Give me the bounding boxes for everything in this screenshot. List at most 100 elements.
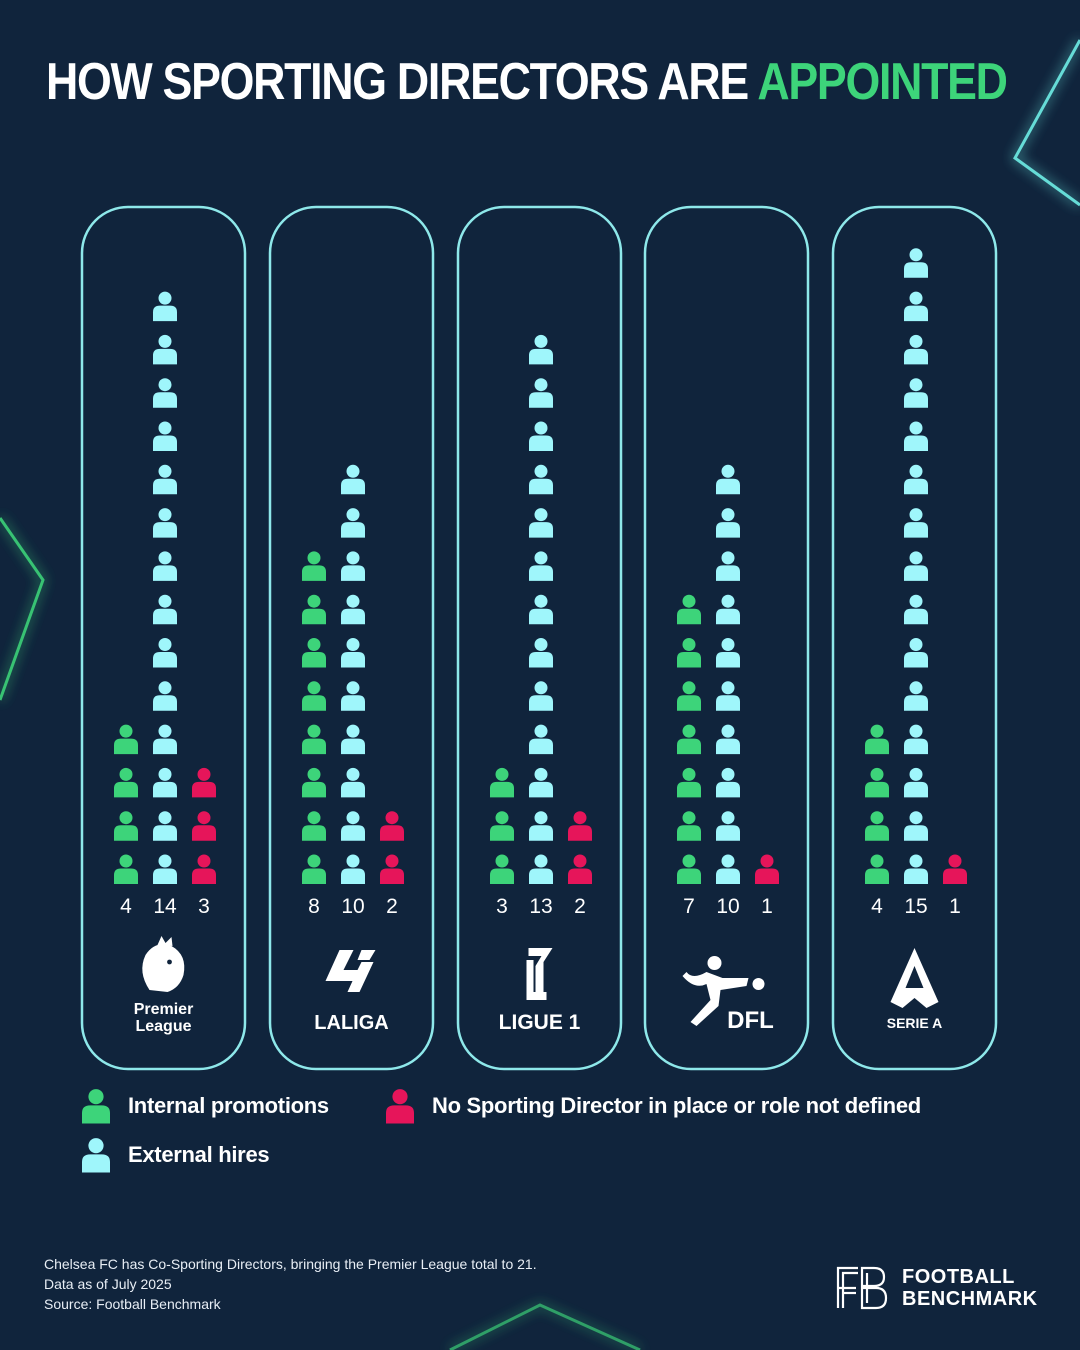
person-icon-external	[904, 811, 928, 841]
person-icon-external	[529, 464, 553, 495]
person-icon-internal	[114, 767, 138, 798]
person-icon-external	[716, 767, 740, 798]
person-icon-internal	[677, 594, 701, 625]
person-icon-external	[341, 594, 365, 625]
fb-logo-icon	[836, 1266, 888, 1310]
person-icon-external	[904, 594, 928, 625]
logo-text-line1: LALIGA	[314, 1012, 388, 1034]
person-icon-external	[529, 551, 553, 581]
person-icon-red	[386, 1089, 414, 1124]
value-label-none: 1	[761, 895, 773, 918]
person-icon-internal	[677, 767, 701, 798]
league-panel-border	[831, 205, 998, 1071]
person-icon-external	[153, 594, 177, 625]
legend-none-label: No Sporting Director in place or role no…	[432, 1093, 921, 1118]
person-icon-internal	[302, 551, 326, 581]
person-icon-internal	[677, 724, 701, 755]
person-icon-internal	[865, 854, 889, 884]
person-icon-external	[341, 551, 365, 581]
legend-none: No Sporting Director in place or role no…	[386, 1088, 921, 1124]
ligue1-logo: LIGUE 1	[499, 948, 581, 1034]
brand-line-1: FOOTBALL	[902, 1266, 1015, 1288]
value-label-internal: 7	[683, 895, 695, 918]
person-icon-external	[904, 464, 928, 495]
person-icon-internal	[865, 811, 889, 841]
person-icon-external	[904, 508, 928, 538]
person-icon-none	[943, 854, 967, 884]
value-label-none: 1	[949, 895, 961, 918]
person-icon-external	[904, 551, 928, 581]
person-icon-internal	[865, 767, 889, 798]
person-icon-external	[716, 854, 740, 884]
logo-text-line1: DFL	[727, 1007, 774, 1034]
value-label-external: 10	[341, 895, 364, 918]
person-icon-internal	[677, 681, 701, 711]
person-icon-external	[153, 421, 177, 451]
person-icon-none	[568, 811, 592, 841]
person-icon-external	[153, 854, 177, 884]
person-icon-external	[529, 681, 553, 711]
person-icon-external	[716, 508, 740, 538]
person-icon-internal	[865, 724, 889, 755]
person-icon-none	[380, 811, 404, 841]
logo-text-line1: LIGUE 1	[499, 1011, 581, 1034]
person-icon-external	[341, 811, 365, 841]
league-panel-border	[643, 205, 810, 1071]
serie-a-logo: SERIE A	[887, 948, 942, 1031]
person-icon-external	[341, 508, 365, 538]
person-icon-internal	[114, 854, 138, 884]
person-icon-external	[153, 508, 177, 538]
value-label-external: 15	[904, 895, 927, 918]
person-icon-external	[153, 767, 177, 798]
person-icon-external	[341, 681, 365, 711]
person-icon-external	[529, 334, 553, 365]
person-icon-internal	[302, 638, 326, 668]
football-benchmark-brand: FOOTBALL BENCHMARK	[836, 1266, 1038, 1310]
person-icon-external	[529, 508, 553, 538]
person-icon-external	[529, 811, 553, 841]
person-icon-external	[153, 291, 177, 322]
value-label-external: 10	[716, 895, 739, 918]
person-icon-internal	[490, 811, 514, 841]
person-icon-external	[904, 638, 928, 668]
person-icon-external	[341, 464, 365, 495]
person-icon-external	[341, 767, 365, 798]
laliga-logo: LALIGA	[314, 950, 389, 1034]
person-icon-internal	[302, 724, 326, 755]
person-icon-external	[904, 248, 928, 278]
person-icon-internal	[490, 767, 514, 798]
person-icon-external	[529, 767, 553, 798]
value-label-none: 2	[574, 895, 586, 918]
person-icon-internal	[302, 811, 326, 841]
brand-line-2: BENCHMARK	[902, 1288, 1038, 1310]
person-icon-external	[153, 724, 177, 755]
person-icon-external	[153, 638, 177, 668]
person-icon-external	[904, 854, 928, 884]
person-icon-internal	[490, 854, 514, 884]
value-label-internal: 3	[496, 895, 508, 918]
dfl-logo: DFL	[682, 956, 774, 1034]
person-icon-internal	[677, 811, 701, 841]
person-icon-internal	[302, 854, 326, 884]
value-label-none: 2	[386, 895, 398, 918]
legend-internal-label: Internal promotions	[128, 1093, 329, 1118]
logo-text-line2: League	[135, 1018, 191, 1035]
person-icon-none	[192, 767, 216, 798]
legend-external: External hires	[82, 1137, 270, 1173]
legend-internal: Internal promotions	[82, 1088, 329, 1124]
person-icon-internal	[677, 638, 701, 668]
person-icon-external	[904, 681, 928, 711]
value-label-internal: 4	[871, 895, 883, 918]
value-label-internal: 4	[120, 895, 132, 918]
person-icon-external	[153, 464, 177, 495]
person-icon-none	[755, 854, 779, 884]
person-icon-none	[380, 854, 404, 884]
person-icon-external	[529, 724, 553, 755]
value-label-external: 13	[529, 895, 552, 918]
